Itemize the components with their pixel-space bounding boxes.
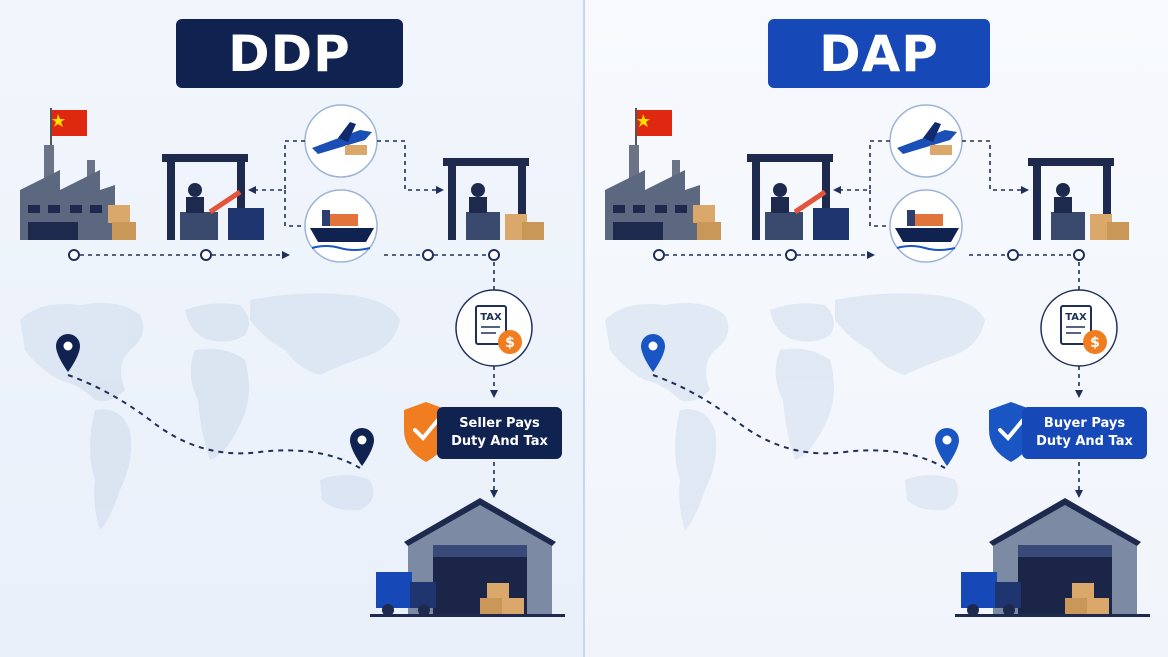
svg-text:$: $ xyxy=(505,335,515,351)
flow-connectors xyxy=(837,140,1025,227)
seller-pays-callout: Seller Pays Duty And Tax xyxy=(437,407,562,459)
panel-divider xyxy=(583,0,585,657)
dollar-coin-icon xyxy=(498,330,522,354)
tax-document-icon: TAX $ xyxy=(1040,289,1118,367)
payment-line2: Duty And Tax xyxy=(451,434,548,449)
airplane-icon xyxy=(889,104,963,178)
warehouse-icon xyxy=(955,498,1150,617)
customs-checkpoint-icon xyxy=(162,154,264,240)
location-pin-icon xyxy=(641,334,665,372)
flow-connectors xyxy=(252,140,440,227)
airplane-icon xyxy=(304,104,378,178)
dap-panel: DAP xyxy=(585,0,1168,657)
ddp-title: DDP xyxy=(176,19,403,88)
payment-line1: Buyer Pays xyxy=(1043,416,1126,431)
payment-line2: Duty And Tax xyxy=(1036,434,1133,449)
world-map-icon xyxy=(20,293,400,530)
cargo-ship-icon xyxy=(304,189,378,263)
timeline xyxy=(68,249,500,290)
route-line xyxy=(652,374,946,469)
location-pin-icon xyxy=(350,428,374,466)
warehouse-icon xyxy=(370,498,565,617)
delivery-truck-icon xyxy=(961,572,1021,616)
route-line xyxy=(67,374,361,469)
buyer-pays-callout: Buyer Pays Duty And Tax xyxy=(1022,407,1147,459)
customs-checkpoint-icon xyxy=(747,154,849,240)
factory-icon xyxy=(605,108,721,240)
factory-icon xyxy=(20,108,136,240)
ddp-panel: DDP xyxy=(0,0,583,657)
dollar-coin-icon xyxy=(1083,330,1107,354)
delivery-truck-icon xyxy=(376,572,436,616)
timeline xyxy=(653,249,1085,290)
world-map-icon xyxy=(605,293,985,530)
tax-label: TAX xyxy=(480,312,502,323)
location-pin-icon xyxy=(56,334,80,372)
customs-checkpoint-icon xyxy=(443,158,544,240)
tax-label: TAX xyxy=(1065,312,1087,323)
dap-flow-diagram: TAX $ xyxy=(605,104,1150,617)
dap-title: DAP xyxy=(768,19,990,88)
ddp-flow-diagram: TAX $ xyxy=(20,104,565,617)
location-pin-icon xyxy=(935,428,959,466)
tax-document-icon: TAX $ xyxy=(455,289,533,367)
customs-checkpoint-icon xyxy=(1028,158,1129,240)
svg-text:$: $ xyxy=(1090,335,1100,351)
payment-line1: Seller Pays xyxy=(459,416,540,431)
cargo-ship-icon xyxy=(889,189,963,263)
